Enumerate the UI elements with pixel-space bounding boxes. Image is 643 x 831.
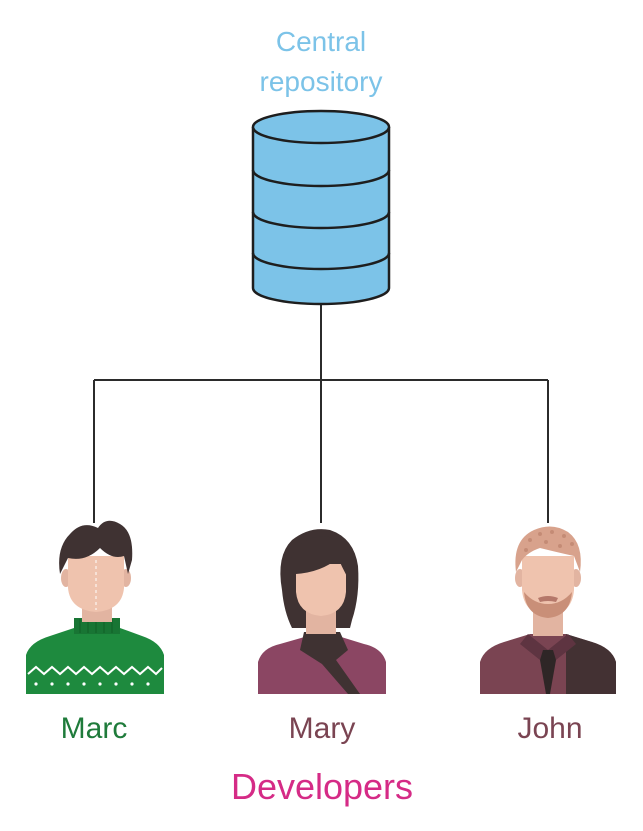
developers-label: Developers xyxy=(230,766,414,807)
developer-name-john: John xyxy=(517,712,583,745)
developer-name-mary: Mary xyxy=(288,712,356,745)
marc-avatar xyxy=(26,520,164,694)
repository-title: Central repository xyxy=(200,22,442,102)
repository-title-line1: Central xyxy=(275,26,367,57)
connector-lines xyxy=(93,300,549,523)
mary-avatar xyxy=(258,529,386,694)
john-avatar xyxy=(480,526,616,694)
repository-title-line2: repository xyxy=(259,66,383,97)
developer-name-marc: Marc xyxy=(60,712,128,745)
database-icon xyxy=(251,109,391,306)
